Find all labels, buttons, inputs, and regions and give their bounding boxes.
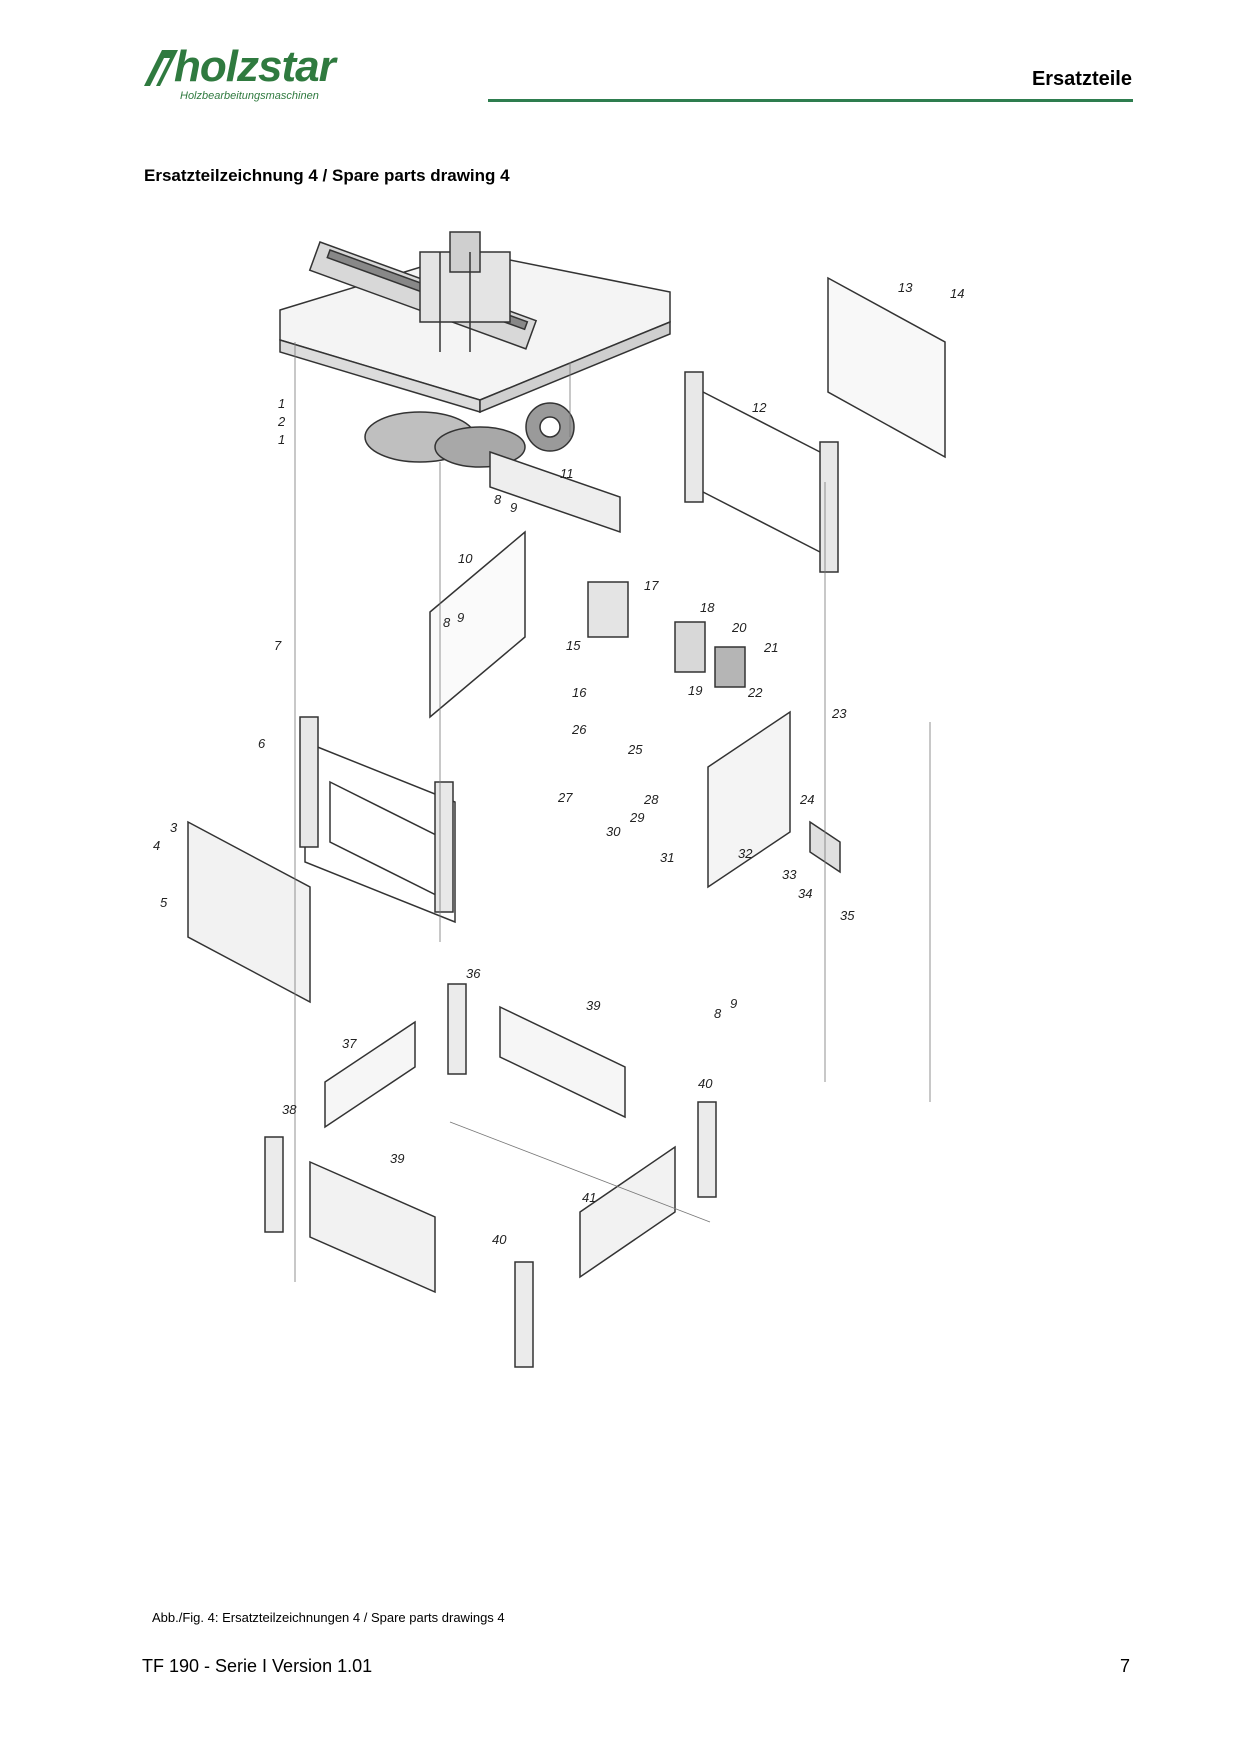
holzstar-logo: holzstar Holzbearbeitungsmaschinen (140, 42, 420, 108)
spare-parts-drawing: 1 2 1 3 4 5 6 7 8 9 10 8 9 11 12 13 14 1… (153, 231, 964, 1368)
page-number: 7 (1119, 1656, 1130, 1676)
panel-5 (187, 820, 311, 1004)
part-number: 37 (342, 1036, 357, 1051)
page-heading: Ersatzteilzeichnung 4 / Spare parts draw… (144, 166, 510, 185)
strip-11 (489, 450, 621, 534)
header-rule (488, 99, 1133, 102)
lower-cabinet (264, 983, 717, 1368)
part-number: 39 (390, 1151, 404, 1166)
part-number: 6 (258, 736, 266, 751)
part-number: 40 (698, 1076, 713, 1091)
part-number: 9 (510, 500, 517, 515)
part-number: 30 (606, 824, 621, 839)
part-number: 2 (277, 414, 286, 429)
part-number: 4 (153, 838, 160, 853)
part-number: 11 (560, 466, 574, 481)
part-number: 5 (160, 895, 168, 910)
part-number: 19 (688, 683, 702, 698)
part-number: 9 (457, 610, 464, 625)
leader-lines (294, 342, 931, 1282)
part-number: 35 (840, 908, 855, 923)
part-number: 1 (278, 432, 285, 447)
part-number: 24 (799, 792, 814, 807)
part-number: 23 (831, 706, 847, 721)
part-number: 34 (798, 886, 812, 901)
part-number: 15 (566, 638, 581, 653)
part-number: 8 (714, 1006, 722, 1021)
part-number: 27 (557, 790, 573, 805)
part-number: 32 (738, 846, 753, 861)
part-number: 36 (466, 966, 481, 981)
part-number: 25 (627, 742, 643, 757)
electrical-box (587, 581, 746, 688)
machine-table-top (279, 231, 671, 468)
part-number: 12 (752, 400, 767, 415)
part-number: 8 (443, 615, 451, 630)
part-number: 18 (700, 600, 715, 615)
part-number: 39 (586, 998, 600, 1013)
part-number: 3 (170, 820, 178, 835)
logo-wordmark: holzstar (174, 42, 336, 91)
part-number: 1 (278, 396, 285, 411)
section-title: Ersatzteile (1031, 68, 1132, 90)
logo-mark-icon (144, 50, 178, 86)
part-number: 16 (572, 685, 587, 700)
part-number-labels: 1 2 1 3 4 5 6 7 8 9 10 8 9 11 12 13 14 1… (153, 280, 964, 1247)
figure-caption: Abb./Fig. 4: Ersatzteilzeichnungen 4 / S… (152, 1610, 505, 1625)
part-number: 21 (763, 640, 778, 655)
part-number: 22 (747, 685, 763, 700)
part-number: 28 (643, 792, 659, 807)
part-number: 38 (282, 1102, 297, 1117)
panel-10 (429, 530, 526, 719)
part-number: 17 (644, 578, 659, 593)
control-panel-24 (707, 710, 791, 889)
panel-13 (827, 276, 946, 459)
part-number: 40 (492, 1232, 507, 1247)
part-number: 31 (660, 850, 674, 865)
part-number: 14 (950, 286, 964, 301)
part-number: 20 (731, 620, 747, 635)
part-number: 8 (494, 492, 502, 507)
rear-frame-12 (684, 371, 839, 573)
part-number: 7 (274, 638, 282, 653)
part-number: 29 (629, 810, 644, 825)
document-version: TF 190 - Serie I Version 1.01 (142, 1656, 373, 1676)
part-number: 33 (782, 867, 797, 882)
part-number: 9 (730, 996, 737, 1011)
part-number: 41 (582, 1190, 596, 1205)
front-frame-6 (299, 716, 456, 924)
part-number: 10 (458, 551, 473, 566)
part-number: 26 (571, 722, 587, 737)
logo-tagline: Holzbearbeitungsmaschinen (180, 90, 319, 102)
part-number: 13 (898, 280, 913, 295)
